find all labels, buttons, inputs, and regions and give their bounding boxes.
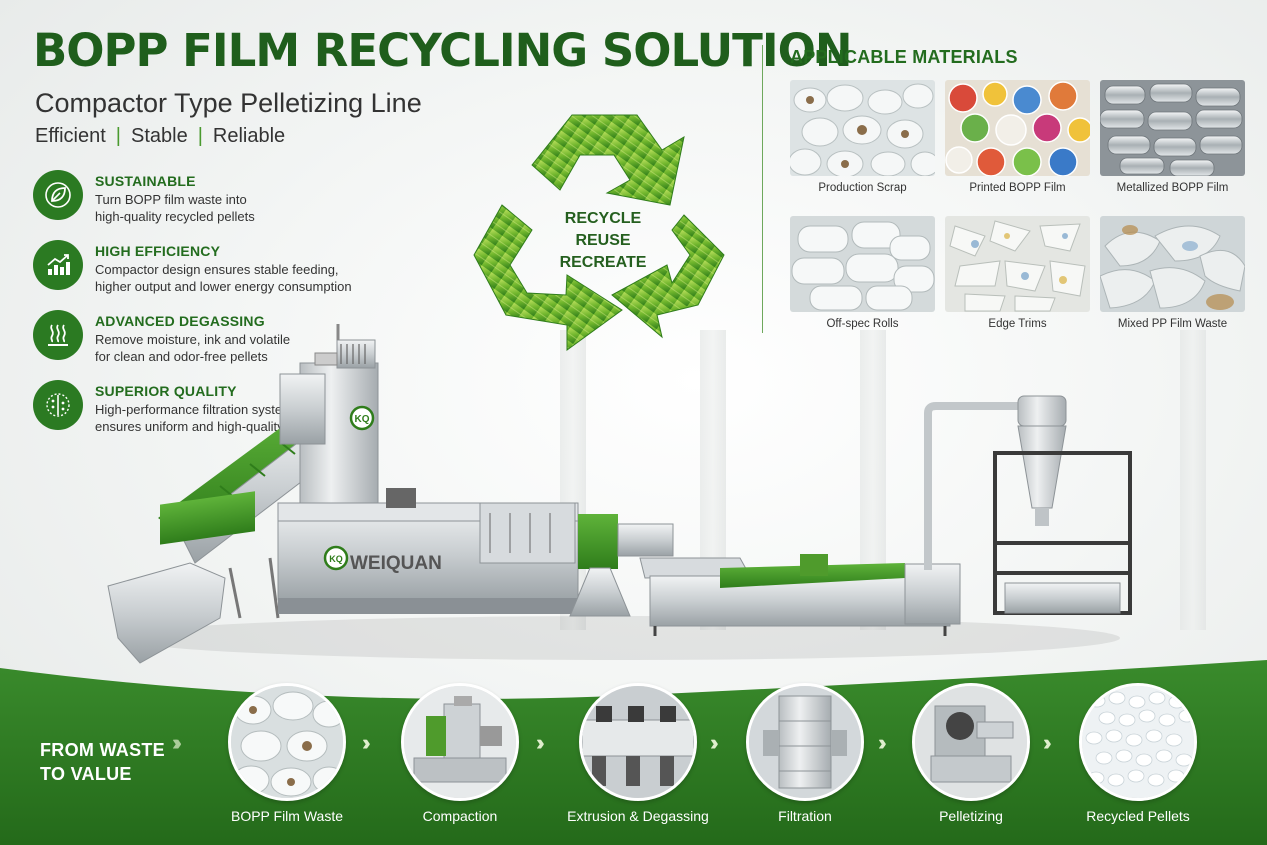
material-image-mixed-pp-film-waste <box>1100 216 1245 312</box>
chevron-right-icon: ›› <box>362 730 370 755</box>
recycle-words: RECYCLE REUSE RECREATE <box>548 208 658 274</box>
background-pillar <box>1180 330 1206 630</box>
chevron-right-icon: ›› <box>710 730 718 755</box>
filter-icon <box>33 380 83 430</box>
pelletizing-machine-illustration: KQ KQ WEIQUAN <box>107 324 1132 664</box>
step-image-filtration <box>746 683 864 801</box>
material-card: Printed BOPP Film <box>945 80 1090 194</box>
step-label: Compaction <box>422 808 498 824</box>
step-image-recycled-pellets <box>1079 683 1197 801</box>
section-divider <box>762 45 763 333</box>
step-label: Recycled Pellets <box>1086 808 1190 824</box>
process-step: Pelletizing <box>891 683 1051 824</box>
materials-title: APPLICABLE MATERIALS <box>790 47 1018 67</box>
tagline-separator: | <box>197 125 203 147</box>
tagline-item: Stable <box>130 125 188 147</box>
growth-chart-icon <box>33 240 83 290</box>
chevron-right-icon: ›› <box>1043 730 1051 755</box>
material-label: Mixed PP Film Waste <box>1117 318 1228 330</box>
recycle-word: RECREATE <box>559 254 647 271</box>
step-image-pelletizing <box>912 683 1030 801</box>
step-label: BOPP Film Waste <box>230 808 344 824</box>
material-card: Mixed PP Film Waste <box>1100 216 1245 330</box>
machine-logo-small: KQ <box>355 414 370 425</box>
feature-title: ADVANCED DEGASSING <box>95 313 265 329</box>
material-image-off-spec-rolls <box>790 216 935 312</box>
tagline-separator: | <box>115 125 121 147</box>
process-step: Extrusion & Degassing <box>558 683 718 824</box>
chevron-right-icon: ›› <box>536 730 544 755</box>
feature-superior-quality: SUPERIOR QUALITY High-performance filtra… <box>33 380 363 435</box>
material-image-printed-bopp-film <box>945 80 1090 176</box>
feature-advanced-degassing: ADVANCED DEGASSING Remove moisture, ink … <box>33 310 363 365</box>
chevron-right-icon: ››› <box>172 730 182 755</box>
material-image-edge-trims <box>945 216 1090 312</box>
steam-icon <box>33 310 83 360</box>
step-image-extrusion-degassing <box>579 683 697 801</box>
material-label: Metallized BOPP Film <box>1116 182 1229 194</box>
material-label: Production Scrap <box>818 182 907 194</box>
machine-brand: WEIQUAN <box>350 553 442 574</box>
page-title: BOPP FILM RECYCLING SOLUTION <box>33 24 853 77</box>
process-step: Filtration <box>725 683 885 824</box>
tagline: Efficient | Stable | Reliable <box>35 125 285 148</box>
process-step: BOPP Film Waste <box>207 683 367 824</box>
tagline-item: Efficient <box>35 125 106 147</box>
machine-logo: KQ <box>329 554 343 564</box>
process-title: FROM WASTE TO VALUE <box>40 740 165 784</box>
material-label: Off-spec Rolls <box>826 318 899 330</box>
material-label: Printed BOPP Film <box>969 182 1066 194</box>
step-label: Pelletizing <box>939 808 1003 824</box>
material-label: Edge Trims <box>988 318 1047 330</box>
leaf-icon <box>33 170 83 220</box>
feature-high-efficiency: HIGH EFFICIENCY Compactor design ensures… <box>33 240 363 295</box>
tagline-item: Reliable <box>212 125 286 147</box>
recycle-symbol-icon <box>473 114 725 351</box>
material-card: Metallized BOPP Film <box>1100 80 1245 194</box>
feature-title: SUSTAINABLE <box>95 173 196 189</box>
process-step: Compaction <box>380 683 540 824</box>
material-image-metallized-bopp-film <box>1100 80 1245 176</box>
material-card: Off-spec Rolls <box>790 216 935 330</box>
feature-description: Compactor design ensures stable feeding,… <box>95 262 352 294</box>
feature-title: HIGH EFFICIENCY <box>95 243 221 259</box>
chevron-right-icon: ›› <box>878 730 886 755</box>
material-card: Edge Trims <box>945 216 1090 330</box>
step-image-compaction <box>401 683 519 801</box>
step-label: Filtration <box>778 808 832 824</box>
process-step: Recycled Pellets <box>1058 683 1218 824</box>
recycle-word: REUSE <box>575 232 631 249</box>
step-label: Extrusion & Degassing <box>567 808 709 824</box>
page-subtitle: Compactor Type Pelletizing Line <box>35 88 422 118</box>
material-card: Production Scrap <box>790 80 935 194</box>
recycle-word: RECYCLE <box>564 210 642 227</box>
step-image-bopp-film-waste <box>228 683 346 801</box>
feature-title: SUPERIOR QUALITY <box>95 383 237 399</box>
material-image-production-scrap <box>790 80 935 176</box>
